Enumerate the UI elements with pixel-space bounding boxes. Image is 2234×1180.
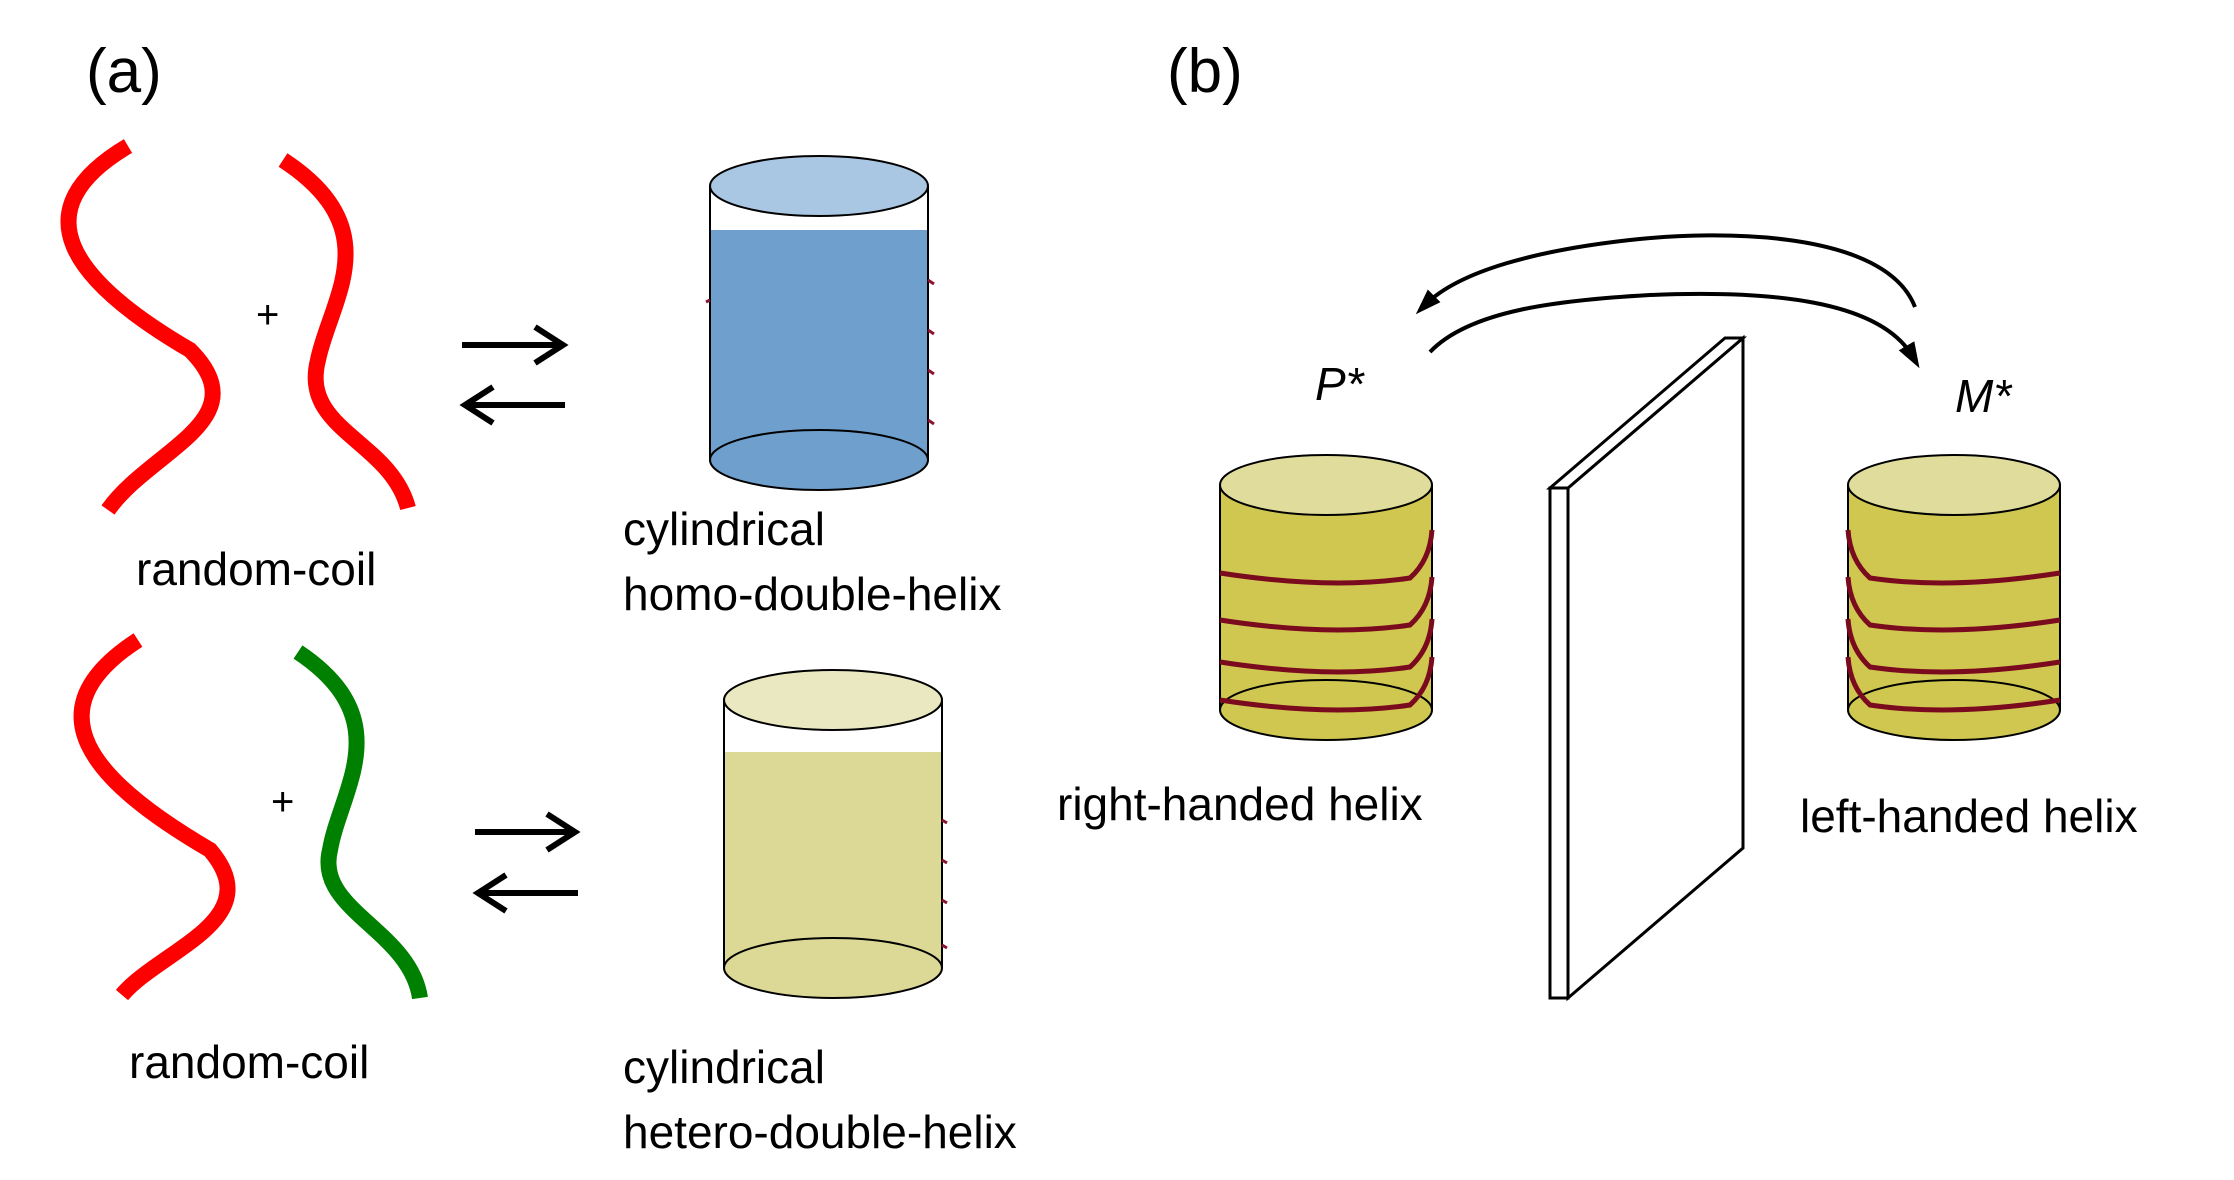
hetero-double-helix-cylinder [723,669,948,999]
left-handed-helix-label: left-handed helix [1800,790,2138,842]
strand-left-2 [73,633,236,1001]
arrow-m-to-p [1415,233,1917,315]
helix-label-2-line2: hetero-double-helix [623,1106,1017,1158]
panel-a-label: (a) [86,37,162,106]
panel-b: (b) P* right-handed helix M* [1057,37,2138,1002]
chirality-label-p: P* [1315,358,1366,410]
panel-b-label: (b) [1167,37,1243,106]
arrow-p-to-m [1428,291,1920,369]
equilibrium-arrows-1 [459,324,569,426]
strand-right-2 [293,645,428,1000]
right-handed-helix-label: right-handed helix [1057,778,1423,830]
left-handed-helix-cylinder [1845,454,2061,741]
helix-label-1-line2: homo-double-helix [623,568,1001,620]
row-hetero: + random-coil cylindrical hetero-double-… [73,633,1017,1158]
helix-label-2-line1: cylindrical [623,1041,825,1093]
coil-label-1: random-coil [136,543,376,595]
helix-label-1-line1: cylindrical [623,503,825,555]
strand-right-1 [278,153,416,511]
strand-left-1 [60,139,221,515]
coil-label-2: random-coil [129,1036,369,1088]
plus-sign-1: + [256,293,279,337]
panel-a: (a) + random-coil cylindrica [60,37,1017,1158]
equilibrium-arrows-2 [472,811,581,914]
row-homo: + random-coil cylindrical homo-double-he… [60,139,1001,620]
homo-double-helix-cylinder [705,155,935,491]
mirror-plane [1545,334,1748,1002]
right-handed-helix-cylinder [1219,454,1435,741]
plus-sign-2: + [271,780,294,824]
chirality-label-m: M* [1955,370,2013,422]
